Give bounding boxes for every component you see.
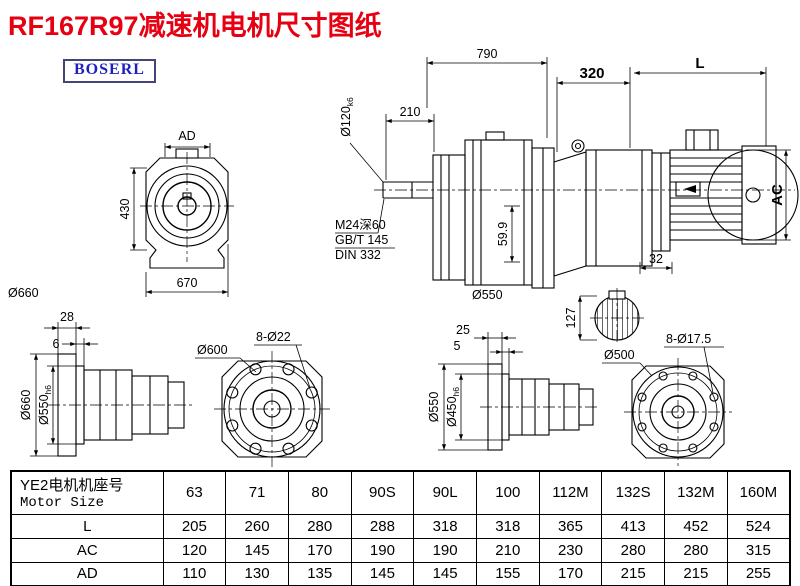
dim-6: 6	[53, 337, 60, 351]
shaft-diameter-tolerance: k6	[345, 97, 355, 106]
table-cell: 190	[413, 537, 477, 563]
table-cell: 210	[475, 537, 540, 563]
table-cell: 205	[162, 513, 227, 539]
dim-ad: AD	[178, 129, 195, 143]
label-flange-diameter-550: Ø550	[472, 288, 503, 302]
dim-motor-ac: AC	[769, 184, 786, 206]
dim-25: 25	[456, 323, 470, 337]
note-din-standard: DIN 332	[335, 248, 381, 262]
dim-flange-660: Ø660	[19, 390, 33, 421]
bottom-right-side-view: 25 5 Ø550 Ø450h6	[427, 323, 600, 451]
table-cell: 110	[162, 561, 227, 586]
spigot-450-tolerance: h6	[451, 387, 461, 397]
label-bolt-circle-500: Ø500	[604, 348, 635, 362]
col-header-90l: 90L	[413, 470, 477, 515]
table-cell: 318	[413, 513, 477, 539]
dim-shaft-diameter: Ø120k6	[339, 97, 355, 137]
flange-face-large: Ø600 8-Ø22	[195, 330, 330, 467]
table-header-row: YE2电机机座号 Motor Size 63 71 80 90S 90L 100…	[10, 470, 791, 515]
table-cell: 170	[287, 537, 352, 563]
table-cell: 315	[726, 537, 791, 563]
dim-flange-550: Ø550	[427, 392, 441, 423]
label-holes-8x17: 8-Ø17.5	[666, 332, 711, 346]
table-cell: 145	[225, 537, 289, 563]
technical-drawing: AD 430 670 Ø660	[8, 47, 799, 467]
motor-size-header-cn: YE2电机机座号	[20, 477, 124, 495]
col-header-112m: 112M	[538, 470, 603, 515]
row-label-L: L	[10, 513, 164, 539]
dim-spigot-450: Ø450h6	[445, 387, 461, 427]
boserl-logo-text: BOSERL	[74, 61, 145, 78]
col-header-160m: 160M	[726, 470, 791, 515]
spigot-550-tolerance: h6	[43, 385, 53, 395]
dim-670: 670	[177, 276, 198, 290]
col-header-63: 63	[162, 470, 227, 515]
dim-32: 32	[649, 252, 663, 266]
dim-spigot-550: Ø550h6	[37, 385, 53, 425]
table-cell: 413	[601, 513, 665, 539]
bottom-left-side-view: 28 6 Ø660 Ø550h6	[19, 310, 192, 457]
dim-790: 790	[477, 47, 498, 61]
table-cell: 170	[538, 561, 603, 586]
dim-motor-length-L: L	[695, 55, 704, 72]
row-label-AC: AC	[10, 537, 164, 563]
spigot-550-value: Ø550	[37, 394, 51, 425]
label-outer-diameter-660: Ø660	[8, 286, 39, 300]
table-cell: 135	[287, 561, 352, 586]
dim-28: 28	[60, 310, 74, 324]
table-row-AC: AC 120 145 170 190 190 210 230 280 280 3…	[10, 537, 791, 563]
col-header-90s: 90S	[350, 470, 415, 515]
boserl-logo: BOSERL	[63, 59, 156, 83]
dim-127: 127	[564, 308, 578, 329]
shaft-section-view: 32 127	[564, 252, 673, 345]
motor-size-header-en: Motor Size	[20, 495, 105, 512]
table-cell: 155	[475, 561, 540, 586]
dim-210: 210	[400, 105, 421, 119]
front-view: AD 430 670 Ø660	[8, 129, 234, 300]
flange-face-small: Ø500 8-Ø17.5	[602, 332, 732, 466]
table-cell: 215	[601, 561, 665, 586]
table-cell: 280	[601, 537, 665, 563]
dim-59-9: 59.9	[496, 222, 510, 246]
spigot-450-value: Ø450	[445, 396, 459, 427]
table-cell: 190	[350, 537, 415, 563]
table-cell: 145	[350, 561, 415, 586]
table-cell: 215	[664, 561, 728, 586]
table-cell: 524	[726, 513, 791, 539]
col-header-100: 100	[475, 470, 540, 515]
table-row-L: L 205 260 280 288 318 318 365 413 452 52…	[10, 513, 791, 539]
table-cell: 130	[225, 561, 289, 586]
col-header-132s: 132S	[601, 470, 665, 515]
table-cell: 255	[726, 561, 791, 586]
motor-size-table: YE2电机机座号 Motor Size 63 71 80 90S 90L 100…	[10, 470, 791, 586]
dim-320: 320	[579, 65, 604, 82]
label-holes-8x22: 8-Ø22	[256, 330, 291, 344]
row-label-AD: AD	[10, 561, 164, 586]
dim-430: 430	[118, 199, 132, 220]
table-cell: 288	[350, 513, 415, 539]
label-bolt-circle-600: Ø600	[197, 343, 228, 357]
table-cell: 120	[162, 537, 227, 563]
table-cell: 318	[475, 513, 540, 539]
page-title: RF167R97减速机电机尺寸图纸	[8, 11, 382, 41]
table-cell: 145	[413, 561, 477, 586]
col-header-132m: 132M	[664, 470, 728, 515]
side-view: 790 210 Ø120k6 M24深60 GB/T 145 DIN 332 5…	[335, 47, 799, 302]
note-tap-hole: M24深60	[335, 218, 386, 232]
shaft-diameter-value: Ø120	[339, 106, 353, 137]
col-header-71: 71	[225, 470, 289, 515]
table-row-AD: AD 110 130 135 145 145 155 170 215 215 2…	[10, 561, 791, 586]
table-cell: 260	[225, 513, 289, 539]
col-header-80: 80	[287, 470, 352, 515]
table-cell: 230	[538, 537, 603, 563]
table-cell: 280	[287, 513, 352, 539]
table-cell: 365	[538, 513, 603, 539]
motor-size-header: YE2电机机座号 Motor Size	[10, 470, 164, 515]
dim-5: 5	[454, 339, 461, 353]
table-cell: 452	[664, 513, 728, 539]
note-gbt-standard: GB/T 145	[335, 233, 388, 247]
table-cell: 280	[664, 537, 728, 563]
